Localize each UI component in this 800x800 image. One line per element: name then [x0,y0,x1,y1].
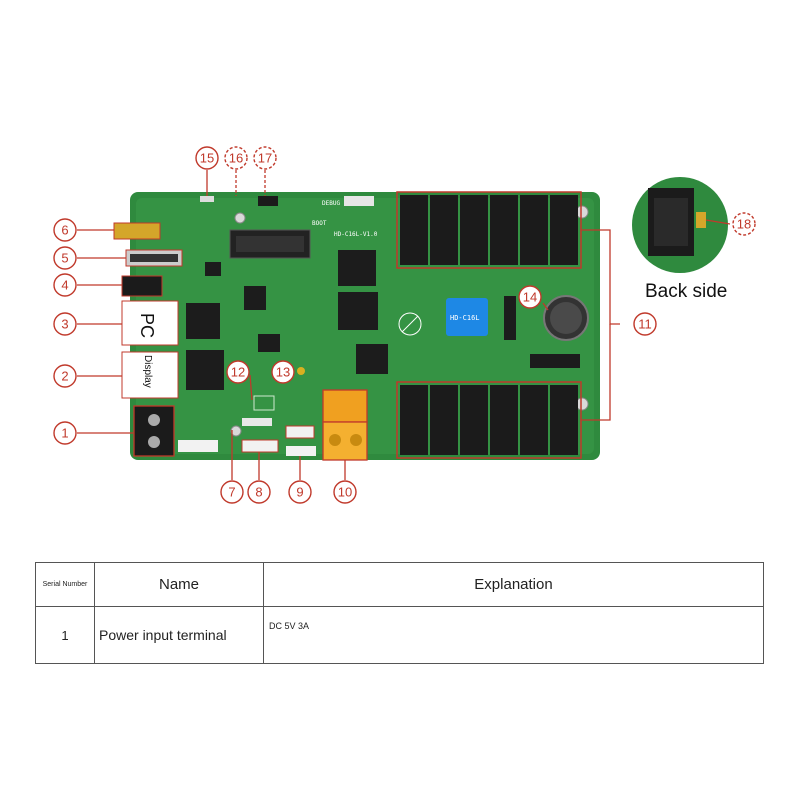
callout-circle-13 [271,360,295,384]
callout-number: 17 [258,151,272,166]
button-13 [297,367,305,375]
antenna-connector [113,222,161,240]
callout-circle-15 [195,146,219,170]
callout-circle-7 [220,480,244,504]
ethernet-chip [186,303,220,339]
mounting-hole [234,212,246,224]
callout-circle-1 [53,421,77,445]
model-label: HD-C16L [450,314,480,322]
callout-number: 6 [61,223,68,238]
main-chip [338,292,378,330]
led-indicators [242,418,272,426]
table-header-row: Serial Number Name Explanation [35,562,764,607]
callout-number: 2 [61,369,68,384]
callout-circle-4 [53,273,77,297]
cell-name: Power input terminal [94,606,264,664]
callout-circle-17 [253,146,277,170]
connector-8 [241,439,279,453]
callout-number: 13 [276,365,290,380]
hub-ports-bottom [396,381,582,459]
callout-circle-9 [288,480,312,504]
header-explanation: Explanation [263,562,764,607]
silkscreen-label: HD-C16L-V1.0 [334,231,378,238]
cpu-chip [338,250,376,286]
sensor-port [121,275,163,297]
callout-number: 11 [638,317,652,332]
connector-9 [285,425,315,439]
back-side-caption: Back side [645,281,727,302]
callout-lines [77,170,620,480]
callout-number: 4 [61,278,68,293]
mounting-hole [230,425,242,437]
spec-table: Serial Number Name Explanation 1 Power i… [35,562,764,664]
wifi-module [446,298,488,336]
board-diagram: BOOT DEBUG HD-C16L-V1.0 HD-C16L [53,146,756,504]
callout-circle-10 [333,480,357,504]
output-terminal [322,389,368,423]
header-serial-number: Serial Number [35,562,95,607]
back-side-photo [632,177,731,273]
callout-number: 12 [231,365,245,380]
callout-number: 3 [61,317,68,332]
callout-number: 9 [296,485,303,500]
callout-number: 5 [61,251,68,266]
pc-port [121,300,179,346]
callout-number: 15 [200,151,214,166]
hub-ports-top [396,191,582,269]
callout-circle-11 [633,312,657,336]
display-port [121,351,179,399]
callout-number: 8 [255,485,262,500]
callout-number: 18 [737,217,751,232]
cell-serial: 1 [35,606,95,664]
pc-label: PC [137,313,157,338]
debug-label: DEBUG [322,200,340,207]
callout-number: 1 [61,426,68,441]
callout-number: 14 [523,290,537,305]
memory-chip [356,344,388,374]
callout-number: 16 [229,151,243,166]
callout-number: 7 [228,485,235,500]
driver-chip [186,350,224,390]
callout-circle-12 [226,360,250,384]
callout-circle-16 [224,146,248,170]
header-name: Name [94,562,264,607]
callout-circle-18 [732,212,756,236]
callout-number: 10 [338,485,352,500]
display-label: Display [142,355,153,388]
callout-circle-3 [53,312,77,336]
power-terminal [133,405,175,457]
table-row: 1 Power input terminal DC 5V 3A [35,606,764,664]
boot-label: BOOT [312,220,327,227]
callout-circle-14 [518,285,542,309]
callout-circle-5 [53,246,77,270]
callout-circle-8 [247,480,271,504]
callout-circle-2 [53,364,77,388]
callout-circle-6 [53,218,77,242]
cell-explanation: DC 5V 3A [263,606,764,664]
